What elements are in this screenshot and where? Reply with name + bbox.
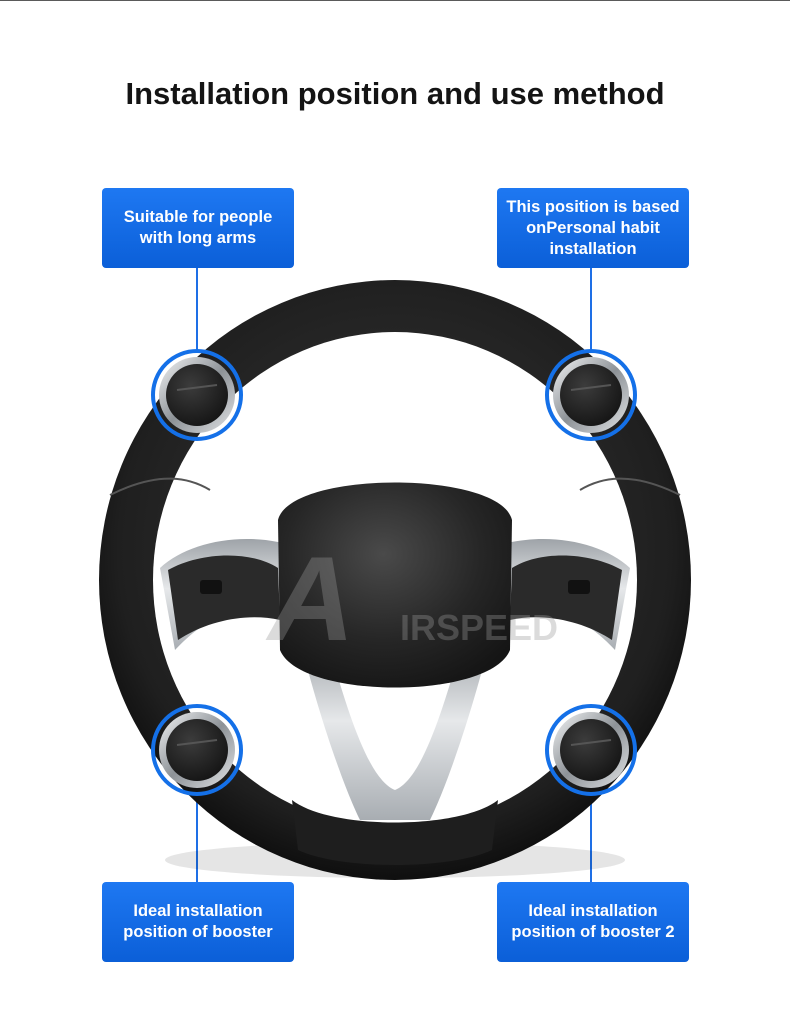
callout-bottom-right-text: Ideal installation position of booster 2 bbox=[511, 902, 675, 941]
callout-bottom-right: Ideal installation position of booster 2 bbox=[497, 882, 689, 962]
spinner-knob-icon bbox=[560, 364, 622, 426]
spinner-knob-top-right bbox=[545, 349, 637, 441]
callout-top-left: Suitable for people with long arms bbox=[102, 188, 294, 268]
top-divider bbox=[0, 0, 790, 1]
callout-top-right-text: This position is based onPersonal habit … bbox=[506, 197, 680, 258]
spinner-knob-bottom-left bbox=[151, 704, 243, 796]
callout-top-left-text: Suitable for people with long arms bbox=[123, 208, 273, 247]
callout-bottom-left: Ideal installation position of booster bbox=[102, 882, 294, 962]
spinner-knob-icon bbox=[560, 719, 622, 781]
watermark-text: IRSPEED bbox=[400, 607, 558, 648]
page-title: Installation position and use method bbox=[125, 76, 665, 111]
spinner-knob-top-left bbox=[151, 349, 243, 441]
callout-bottom-left-text: Ideal installation position of booster bbox=[123, 902, 273, 941]
steering-wheel-icon bbox=[99, 280, 691, 880]
spinner-knob-icon bbox=[166, 719, 228, 781]
callout-top-right: This position is based onPersonal habit … bbox=[497, 188, 689, 268]
spinner-knob-icon bbox=[166, 364, 228, 426]
callout-connector-lines bbox=[196, 268, 592, 882]
watermark-initial: A bbox=[265, 532, 355, 666]
spinner-knob-bottom-right bbox=[545, 704, 637, 796]
brand-watermark: A IRSPEED bbox=[265, 532, 558, 666]
